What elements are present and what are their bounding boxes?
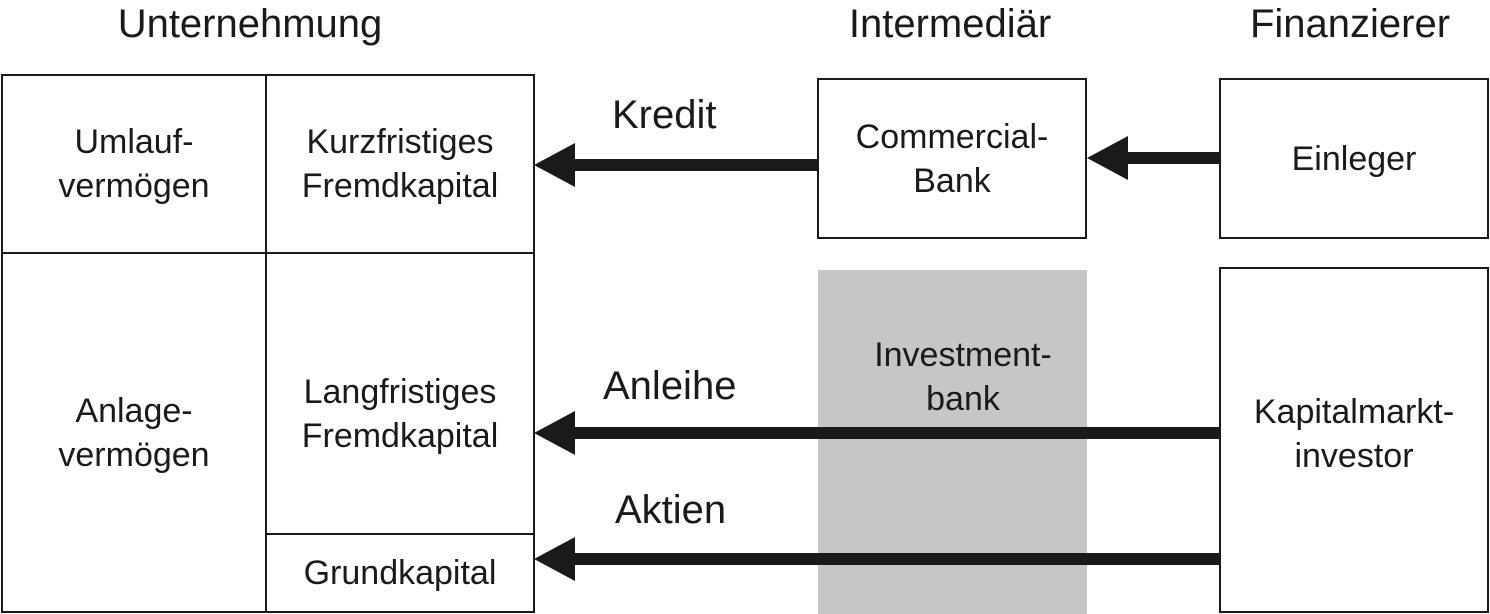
shares-label: Aktien: [615, 488, 727, 532]
short-term-debt-label: Kurzfristiges Fremdkapital: [301, 123, 499, 205]
fixed-assets-label: Anlage- vermögen: [58, 391, 210, 474]
credit-arrow: [534, 143, 818, 187]
current-assets-label: Umlauf- vermögen: [58, 123, 210, 205]
capital-market-investor-label: Kapitalmarkt- investor: [1253, 393, 1455, 475]
long-term-debt-box: Langfristiges Fremdkapital: [265, 252, 535, 535]
short-term-debt-box: Kurzfristiges Fremdkapital: [265, 74, 535, 254]
shares-arrow: [534, 537, 1220, 581]
depositors-box: Einleger: [1219, 78, 1489, 239]
deposit-arrow: [1087, 136, 1220, 180]
heading-financier: Finanzierer: [1249, 2, 1451, 46]
long-term-debt-label: Langfristiges Fremdkapital: [301, 372, 499, 455]
credit-label: Kredit: [612, 93, 717, 137]
commercial-bank-box: Commercial- Bank: [817, 78, 1087, 239]
depositors-label: Einleger: [1291, 139, 1417, 178]
capital-market-investor-box: Kapitalmarkt- investor: [1219, 267, 1489, 613]
commercial-bank-label: Commercial- Bank: [855, 117, 1049, 200]
heading-company: Unternehmung: [117, 2, 383, 46]
bond-label: Anleihe: [603, 364, 737, 408]
bond-arrow: [534, 411, 1220, 455]
heading-intermediary: Intermediär: [848, 2, 1052, 46]
investment-bank-label: Investment- bank: [874, 336, 1052, 418]
share-capital-box: Grundkapital: [265, 533, 535, 613]
share-capital-label: Grundkapital: [303, 554, 497, 592]
